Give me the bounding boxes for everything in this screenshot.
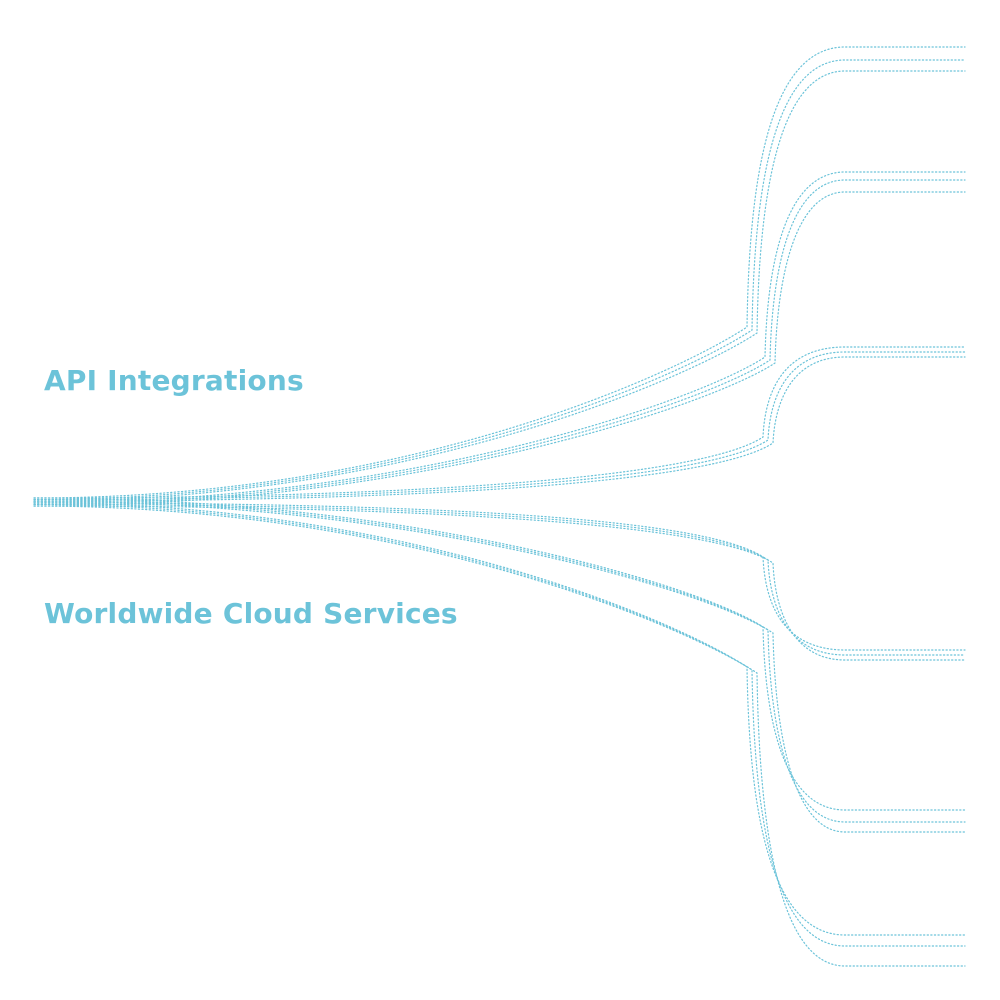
flow-line xyxy=(33,502,966,936)
flow-line xyxy=(33,171,966,504)
api-integrations-label: API Integrations xyxy=(44,364,304,397)
flow-lines-group xyxy=(33,46,966,967)
flow-line xyxy=(33,356,966,502)
flow-line xyxy=(33,505,966,661)
worldwide-cloud-services-label: Worldwide Cloud Services xyxy=(44,597,458,630)
flow-line xyxy=(33,351,966,501)
flow-line xyxy=(33,70,966,502)
flow-line xyxy=(33,46,966,499)
flow-line xyxy=(33,503,966,947)
flow-line xyxy=(33,191,966,507)
flow-line xyxy=(33,497,966,811)
flow-line xyxy=(33,346,966,499)
flow-line xyxy=(33,179,966,505)
flow-line xyxy=(33,59,966,501)
flow-line xyxy=(33,505,966,967)
flow-line xyxy=(33,503,966,656)
flow-line xyxy=(33,500,966,833)
flow-line xyxy=(33,499,966,823)
